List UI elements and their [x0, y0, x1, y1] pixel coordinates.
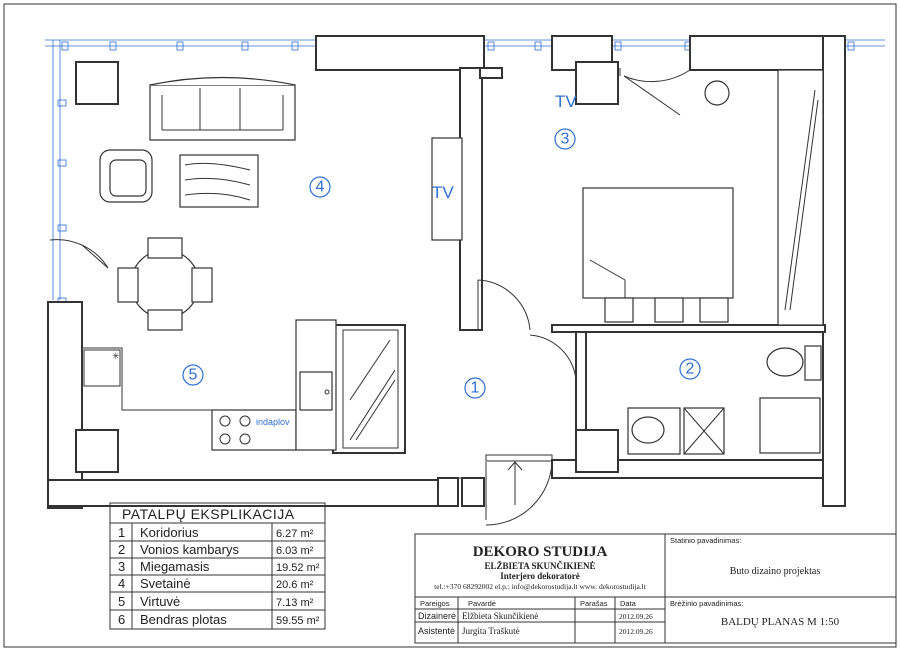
fan-icon: ✳: [112, 352, 120, 362]
legend-row-no: 5: [118, 594, 125, 609]
room-marker-3-label: 3: [561, 131, 570, 148]
header-signature: Parašas: [580, 599, 608, 608]
project-value: Buto dizaino projektas: [730, 566, 821, 577]
lamp: [704, 80, 730, 106]
sofa: [149, 76, 296, 141]
legend-row-area: 20.6 m²: [276, 579, 314, 591]
signer-surname: Jurgita Traškutė: [462, 626, 520, 636]
room-marker-1: [464, 377, 486, 399]
bathroom-fixtures: [627, 345, 822, 455]
room-marker-3: [554, 128, 576, 150]
legend-row-name: Koridorius: [140, 525, 199, 540]
drawing-value: BALDŲ PLANAS M 1:50: [721, 616, 840, 628]
legend-row-name: Miegamasis: [140, 559, 210, 574]
legend-row-area: 59.55 m²: [276, 615, 320, 627]
armchair: [99, 149, 153, 203]
tv-label-bedroom: TV: [555, 92, 577, 111]
title-block: [414, 533, 897, 644]
walls: [47, 35, 846, 509]
legend-table: [109, 502, 326, 630]
legend-row-no: 6: [118, 612, 125, 627]
bed: [582, 187, 734, 323]
legend-row-no: 4: [118, 576, 125, 591]
signer-surname: Elžbieta Skunčikienė: [462, 611, 538, 621]
legend-title: PATALPŲ EKSPLIKACIJA: [122, 506, 295, 522]
tv-stand-living: [431, 137, 463, 241]
studio-role: Interjero dekoratorė: [500, 571, 580, 581]
signer-date: 2012.09.26: [619, 612, 653, 621]
legend-row-area: 6.03 m²: [276, 545, 314, 557]
legend-row-name: Svetainė: [140, 576, 191, 591]
signer-position: Asistentė: [418, 626, 455, 636]
coffee-table: [179, 154, 259, 208]
room-marker-1-label: 1: [471, 380, 480, 397]
studio-owner: ELŽBIETA SKUNČIKIENĖ: [484, 561, 595, 571]
signer-date: 2012.09.26: [619, 627, 653, 636]
legend-row-area: 7.13 m²: [276, 597, 314, 609]
room-marker-5-label: 5: [189, 367, 198, 384]
legend-row-name: Virtuvė: [140, 594, 180, 609]
dishwasher-label: indaplov: [256, 417, 290, 427]
wardrobe-bedroom: [777, 69, 824, 326]
legend-row-no: 3: [118, 559, 125, 574]
legend-row-name: Bendras plotas: [140, 612, 227, 627]
header-position: Pareigos: [420, 599, 450, 608]
signer-position: Dizainerė: [418, 611, 456, 621]
room-marker-4-label: 4: [316, 179, 325, 196]
room-marker-2: [679, 358, 701, 380]
legend-row-area: 19.52 m²: [276, 562, 320, 574]
project-label: Statinio pavadinimas:: [670, 536, 741, 545]
room-marker-4: [309, 176, 331, 198]
room-marker-2-label: 2: [686, 361, 695, 378]
dining-table: [117, 237, 213, 331]
sheet-frame: [3, 3, 897, 648]
tv-label-living: TV: [432, 183, 454, 202]
window-guides: [45, 39, 885, 305]
header-surname: Pavardė: [468, 599, 496, 608]
legend-row-area: 6.27 m²: [276, 528, 314, 540]
legend-row-no: 1: [118, 525, 125, 540]
header-date: Data: [620, 599, 637, 608]
kitchen-counter: [82, 319, 337, 451]
room-marker-5: [182, 364, 204, 386]
drawing-label: Brėžinio pavadinimas:: [670, 599, 743, 608]
legend-row-name: Vonios kambarys: [140, 542, 239, 557]
studio-contacts: tel.:+370 68292002 el.p.: info@dekorostu…: [434, 582, 647, 591]
studio-name: DEKORO STUDIJA: [473, 544, 608, 560]
legend-row-no: 2: [118, 542, 125, 557]
